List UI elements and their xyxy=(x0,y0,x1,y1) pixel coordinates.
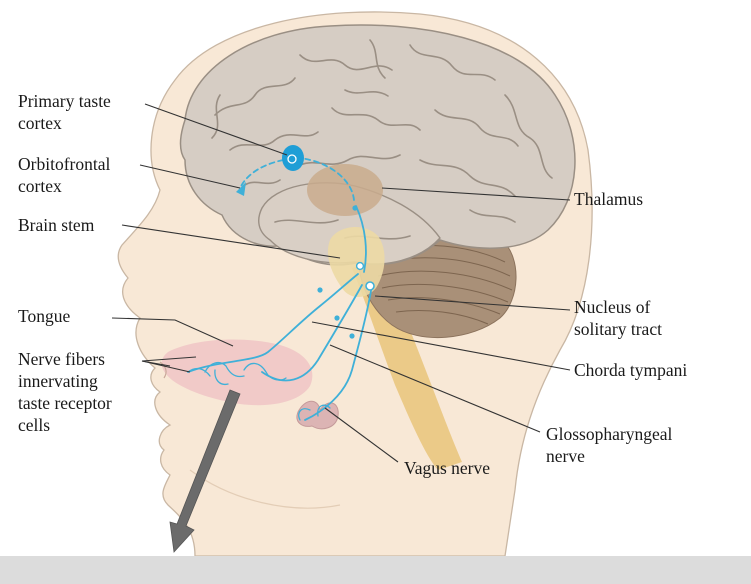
ascending-tract xyxy=(355,205,367,273)
brain-stem-label: Brain stem xyxy=(18,215,95,235)
primary-taste-cortex-region xyxy=(282,145,304,171)
nerve-fibers-line1: Nerve fibers xyxy=(18,349,105,369)
nucleus-solitary-tract-line1: Nucleus of xyxy=(574,297,650,317)
orbitofrontal-cortex-line1: Orbitofrontal xyxy=(18,154,110,174)
lips xyxy=(159,361,167,379)
nucleus-solitary-tract-label: Nucleus of solitary tract xyxy=(574,297,662,339)
thalamocortical-projection xyxy=(299,157,355,201)
ganglion-dot xyxy=(317,287,323,293)
solitary-nucleus-marker xyxy=(365,281,375,291)
nerve-fibers-line4: cells xyxy=(18,415,50,435)
chorda-tympani-label: Chorda tympani xyxy=(574,360,687,380)
ganglion-dot xyxy=(352,205,358,211)
ganglion-dot xyxy=(334,315,340,321)
orbitofrontal-cortex-line2: cortex xyxy=(18,176,62,196)
primary-taste-cortex-line2: cortex xyxy=(18,113,62,133)
pharynx-fibers xyxy=(298,404,331,421)
cerebrum-gyri xyxy=(211,39,553,240)
diagram-canvas: Primary taste cortex Orbitofrontal corte… xyxy=(18,11,687,556)
nerve-fibers-line3: taste receptor xyxy=(18,393,112,413)
tongue xyxy=(161,339,313,406)
brain-stem xyxy=(327,226,385,297)
glossopharyngeal-line1: Glossopharyngeal xyxy=(546,424,673,444)
glossopharyngeal-line2: nerve xyxy=(546,446,585,466)
bottom-bar xyxy=(0,556,751,584)
chorda-tympani-nerve xyxy=(187,273,359,373)
thalamus xyxy=(307,164,383,216)
food-direction-arrow xyxy=(169,389,241,553)
vagus-nerve-path xyxy=(304,284,373,421)
tongue-fibers xyxy=(187,361,287,386)
cortex-neuron-marker xyxy=(287,154,297,164)
tongue-label: Tongue xyxy=(18,306,70,326)
vagus-nerve-label: Vagus nerve xyxy=(404,458,490,478)
primary-taste-cortex-label: Primary taste cortex xyxy=(18,91,115,133)
leader-lines xyxy=(111,103,571,463)
nerve-fibers-line2: innervating xyxy=(18,371,98,391)
nerve-fibers-label: Nerve fibers innervating taste receptor … xyxy=(18,349,116,435)
glossopharyngeal-nerve-path xyxy=(261,284,363,382)
orbitofrontal-arrowhead xyxy=(236,182,246,196)
nerve-pathways xyxy=(187,157,375,421)
nucleus-solitary-tract-line2: solitary tract xyxy=(574,319,662,339)
orbitofrontal-cortex-label: Orbitofrontal cortex xyxy=(18,154,115,196)
solitary-nucleus-marker xyxy=(355,261,365,271)
glossopharyngeal-nerve-label: Glossopharyngeal nerve xyxy=(546,424,677,466)
thalamus-label: Thalamus xyxy=(574,189,643,209)
cortical-projection xyxy=(239,159,284,189)
primary-taste-cortex-line1: Primary taste xyxy=(18,91,111,111)
ganglion-dot xyxy=(349,333,355,339)
